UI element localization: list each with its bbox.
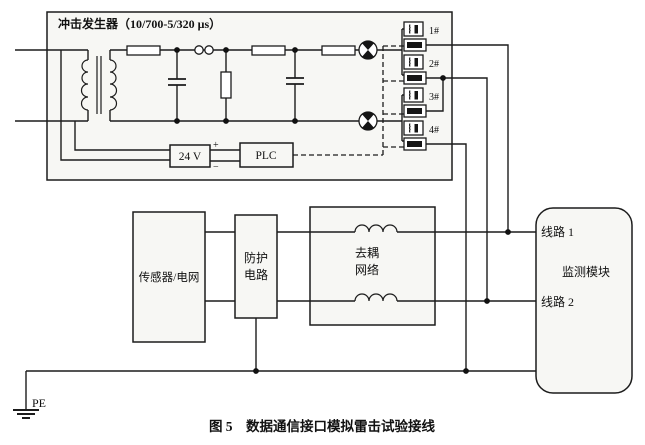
junction-dot bbox=[174, 47, 180, 53]
line1-label: 线路 1 bbox=[541, 224, 574, 239]
capacitor-icon bbox=[286, 77, 304, 85]
junction-dot bbox=[223, 47, 229, 53]
resistor-icon bbox=[251, 45, 286, 56]
shunt-resistor-icon bbox=[220, 71, 232, 99]
relay-contact-icon bbox=[407, 108, 422, 114]
relay-coil-box bbox=[403, 54, 424, 70]
relay-coil-box bbox=[403, 21, 424, 37]
capacitor-icon bbox=[168, 78, 186, 86]
transformer-primary-coil bbox=[80, 59, 89, 111]
spark-gap-electrode bbox=[194, 45, 204, 55]
relay-contact-icon bbox=[407, 42, 422, 48]
spark-gap-electrode bbox=[204, 45, 214, 55]
relay-label: 4# bbox=[429, 125, 439, 136]
relay-coil-box bbox=[403, 87, 424, 103]
coupling-probe-circle bbox=[358, 40, 378, 60]
psu-minus-label: − bbox=[213, 162, 219, 173]
protection-label-line2: 电路 bbox=[244, 267, 268, 282]
sensor-grid-label: 传感器/电网 bbox=[139, 270, 200, 284]
monitor-module-label: 监测模块 bbox=[562, 265, 610, 279]
wires-solid bbox=[15, 28, 536, 410]
wire-generator-rails bbox=[109, 49, 402, 122]
transformer-core bbox=[96, 56, 102, 114]
plc-block: PLC bbox=[239, 142, 294, 168]
relay-coil-bar bbox=[414, 58, 418, 67]
psu-plus-label: + bbox=[213, 140, 219, 151]
relay-coil-bar bbox=[414, 25, 418, 34]
coupling-probe-circle bbox=[358, 111, 378, 131]
capacitor-plates bbox=[168, 78, 186, 86]
inductor-icon bbox=[354, 293, 398, 302]
coupling-probe-icon bbox=[358, 111, 378, 131]
plc-label: PLC bbox=[255, 150, 276, 162]
spark-gap-icon bbox=[194, 45, 214, 55]
relay-contact-icon bbox=[407, 141, 422, 147]
figure-caption: 图 5 数据通信接口模拟雷击试验接线 bbox=[209, 418, 436, 434]
relay-contact-icon bbox=[407, 75, 422, 81]
junction-dots bbox=[174, 47, 511, 374]
relay-unit-2: 2# bbox=[403, 54, 439, 85]
protection-label-line1: 防护 bbox=[244, 250, 268, 265]
pe-label: PE bbox=[32, 396, 46, 410]
line2-label: 线路 2 bbox=[541, 294, 574, 309]
junction-dot bbox=[463, 368, 469, 374]
inductor-icon bbox=[354, 224, 398, 233]
psu-24v-block: 24 V + − bbox=[169, 140, 219, 173]
plc-control-wires bbox=[293, 45, 404, 156]
decoupling-label-line1: 去耦 bbox=[355, 246, 379, 260]
relay-coil-bar bbox=[414, 91, 418, 100]
coupling-probe-sectors bbox=[362, 41, 374, 59]
junction-dot bbox=[440, 75, 446, 81]
decoupling-label-line2: 网络 bbox=[355, 262, 379, 277]
psu-24v-label: 24 V bbox=[179, 151, 202, 163]
relay-unit-4: 4# bbox=[403, 120, 439, 151]
wire-psu-plc bbox=[210, 149, 240, 162]
relay-unit-3: 3# bbox=[403, 87, 439, 118]
junction-dot bbox=[292, 47, 298, 53]
wire-psu-taps bbox=[60, 50, 170, 161]
coupling-probe-icon bbox=[358, 40, 378, 60]
wire-relay-brackets bbox=[401, 28, 404, 142]
protection-circuit-box bbox=[234, 214, 278, 319]
junction-dot bbox=[223, 118, 229, 124]
junction-dot bbox=[484, 298, 490, 304]
transformer-secondary-coil bbox=[109, 59, 118, 111]
ground-icon bbox=[13, 409, 39, 419]
relay-unit-1: 1# bbox=[403, 21, 439, 52]
relay-label: 3# bbox=[429, 92, 439, 103]
wire-input-lines bbox=[15, 49, 89, 122]
surge-generator-title: 冲击发生器（10/700-5/320 μs） bbox=[58, 16, 221, 31]
decoupling-network-box bbox=[309, 206, 436, 326]
resistor-icon bbox=[126, 45, 161, 56]
wire-pe-rail bbox=[25, 370, 536, 410]
relay-coil-bar bbox=[414, 124, 418, 133]
relay-label: 1# bbox=[429, 26, 439, 37]
plc-box bbox=[239, 142, 294, 168]
resistor-icon bbox=[321, 45, 356, 56]
junction-dot bbox=[292, 118, 298, 124]
pe-ground: PE bbox=[13, 396, 46, 419]
relay-coil-box bbox=[403, 120, 424, 136]
relay-label: 2# bbox=[429, 59, 439, 70]
coupling-probe-sectors bbox=[362, 112, 374, 130]
sensor-grid-box bbox=[132, 211, 206, 343]
wire-relay-outputs bbox=[426, 44, 509, 371]
capacitor-plates bbox=[286, 77, 304, 85]
junction-dot bbox=[174, 118, 180, 124]
transformer-icon bbox=[80, 56, 118, 114]
junction-dot bbox=[505, 229, 511, 235]
junction-dot bbox=[253, 368, 259, 374]
psu-24v-box bbox=[169, 144, 211, 168]
